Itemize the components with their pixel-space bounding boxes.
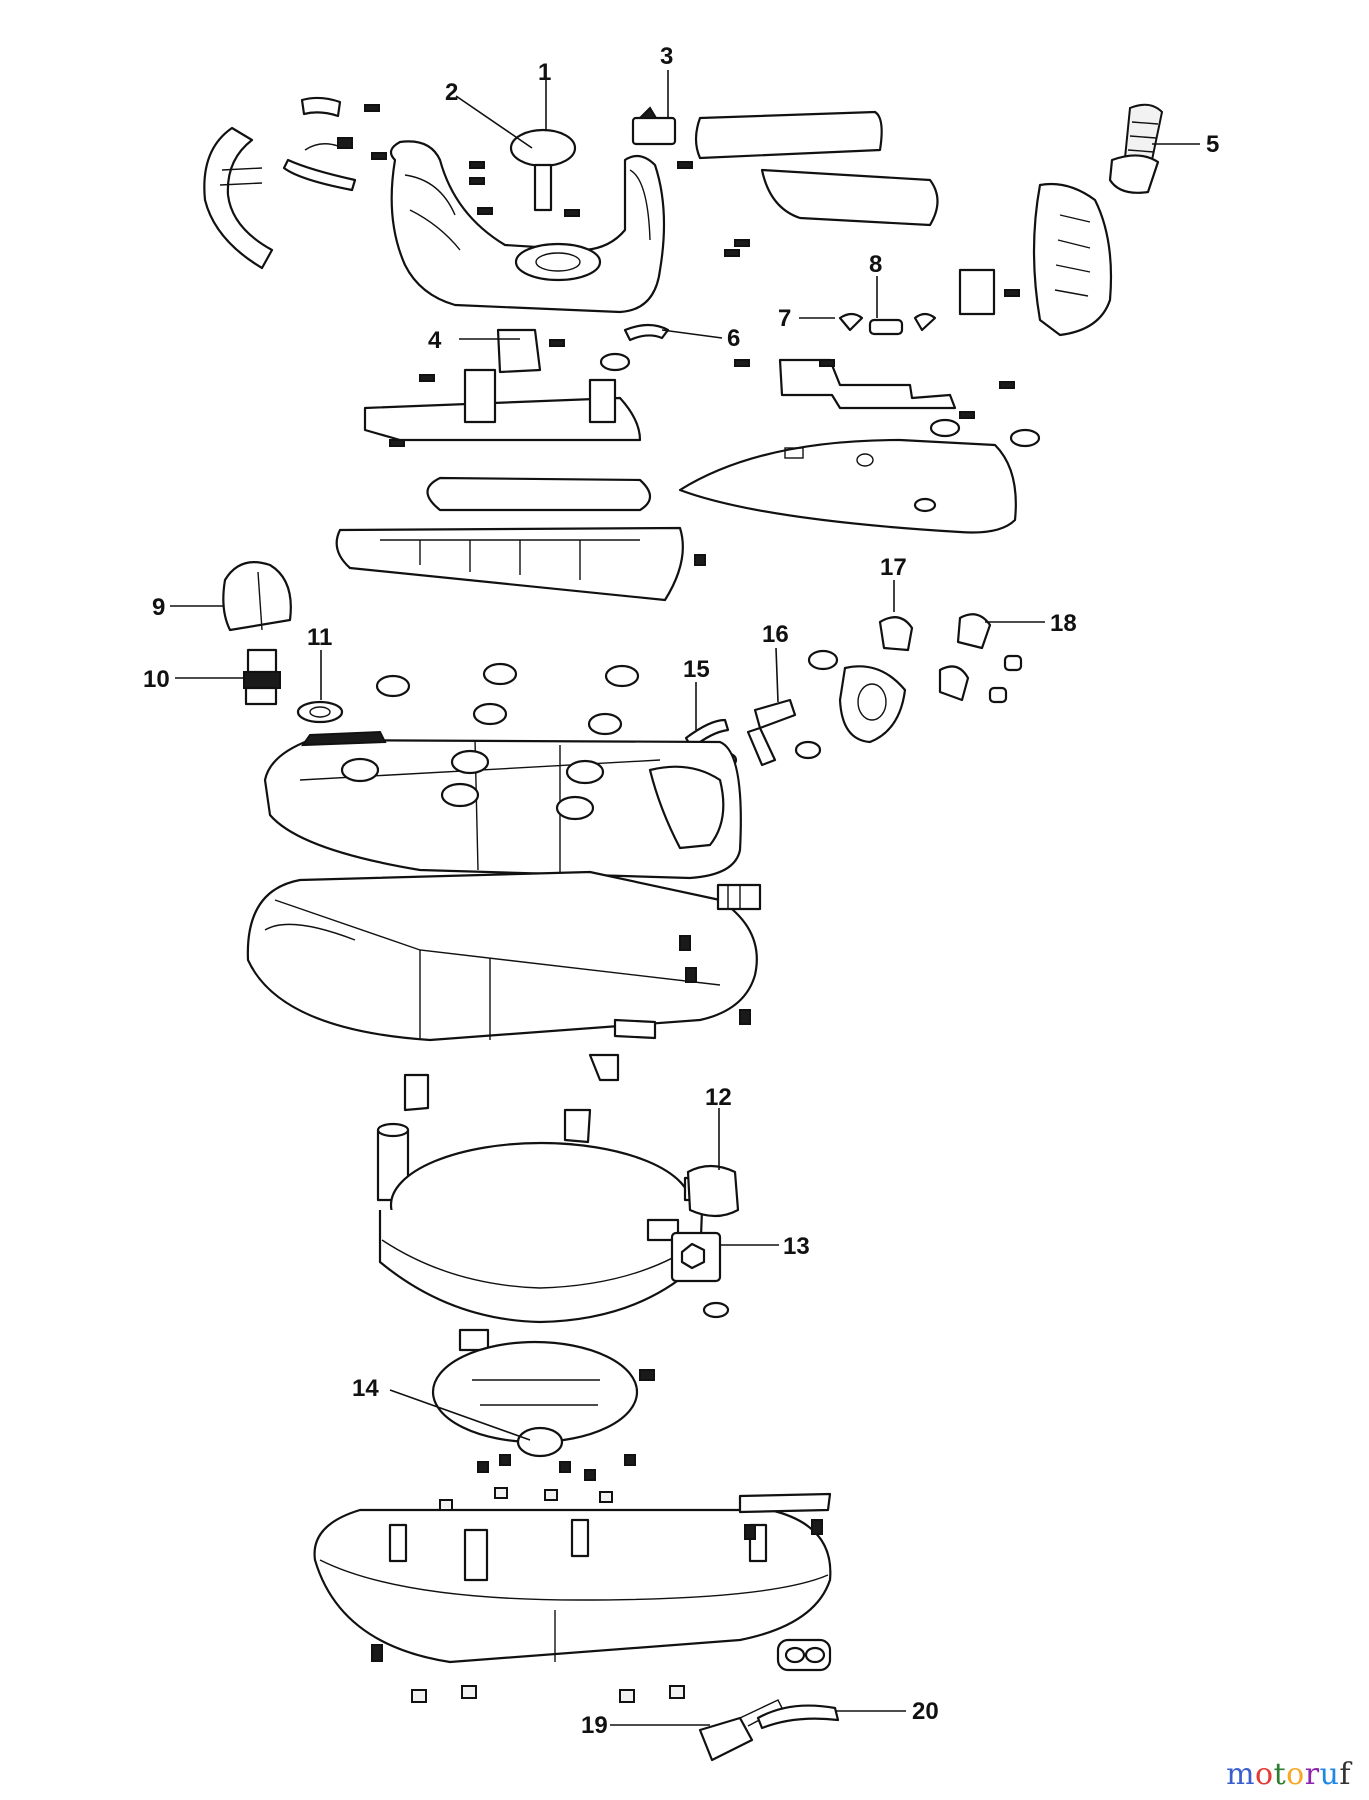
boiler-assembly <box>376 1053 740 1481</box>
callout-1: 1 <box>538 59 551 86</box>
callout-14: 14 <box>352 1375 379 1402</box>
callout-11: 11 <box>307 624 332 651</box>
callout-16: 16 <box>762 621 789 648</box>
callout-18: 18 <box>1050 610 1077 637</box>
watermark-logo: motoruf <box>1226 1757 1351 1792</box>
callout-2: 2 <box>445 79 458 106</box>
callout-5: 5 <box>1206 131 1219 158</box>
callout-19: 19 <box>581 1712 608 1739</box>
callout-15: 15 <box>683 656 710 683</box>
callout-8: 8 <box>869 251 882 278</box>
callout-9: 9 <box>152 594 165 621</box>
callout-7: 7 <box>778 305 791 332</box>
hose-and-connectors <box>684 613 1023 770</box>
handle-assembly <box>203 96 939 314</box>
base-housing <box>313 1487 840 1762</box>
lower-housing <box>246 870 762 1042</box>
upper-housing <box>263 730 742 880</box>
control-bracket-area <box>335 312 1041 602</box>
leader-lines <box>170 70 1200 1726</box>
callout-4: 4 <box>428 327 442 354</box>
callout-6: 6 <box>727 325 740 352</box>
callout-labels: 1 2 3 4 5 6 7 8 9 10 11 12 13 14 15 16 1… <box>143 43 1219 1739</box>
callout-10: 10 <box>143 666 170 693</box>
callout-13: 13 <box>783 1233 810 1260</box>
callout-17: 17 <box>880 554 907 581</box>
right-handle-cover <box>958 103 1164 337</box>
callout-12: 12 <box>705 1084 732 1111</box>
cap-and-valve <box>222 561 640 736</box>
callout-20: 20 <box>912 1698 939 1725</box>
callout-3: 3 <box>660 43 673 70</box>
